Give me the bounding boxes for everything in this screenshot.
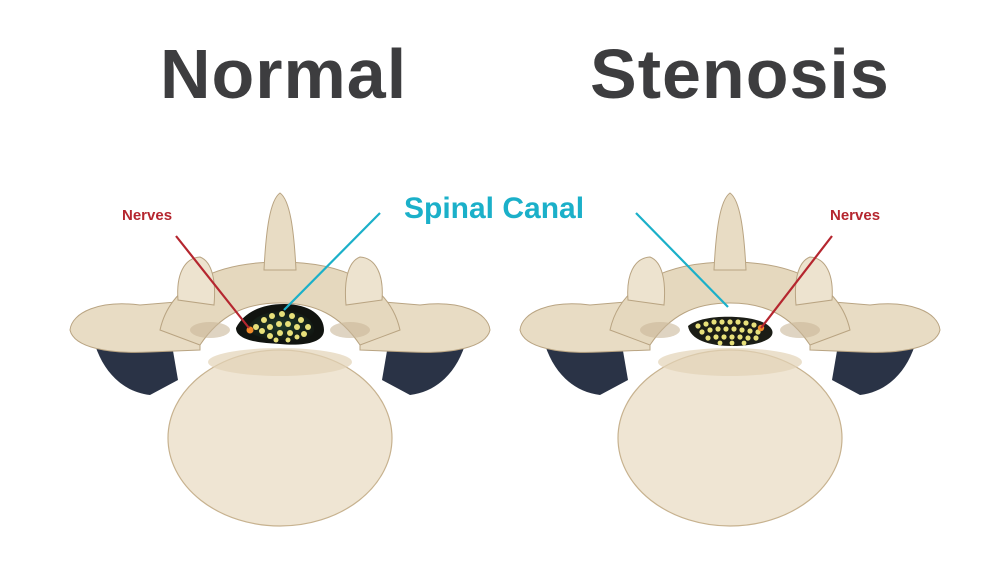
vertebra-normal [69,192,491,527]
nerve-bundle-normal [253,311,311,343]
canal-pointer-right [635,212,729,308]
nerves-label-right: Nerves [830,207,881,224]
nerves-pointer-left [175,235,250,329]
nerve-bundle-stenosis [695,319,761,346]
title-normal: Normal [160,35,408,113]
canal-pointer-left [283,212,381,311]
title-stenosis: Stenosis [590,35,890,113]
spinal-canal-label: Spinal Canal [404,192,585,225]
nerves-label-left: Nerves [122,207,173,224]
vertebra-stenosis [519,192,941,527]
nerves-pointer-right [760,235,833,329]
